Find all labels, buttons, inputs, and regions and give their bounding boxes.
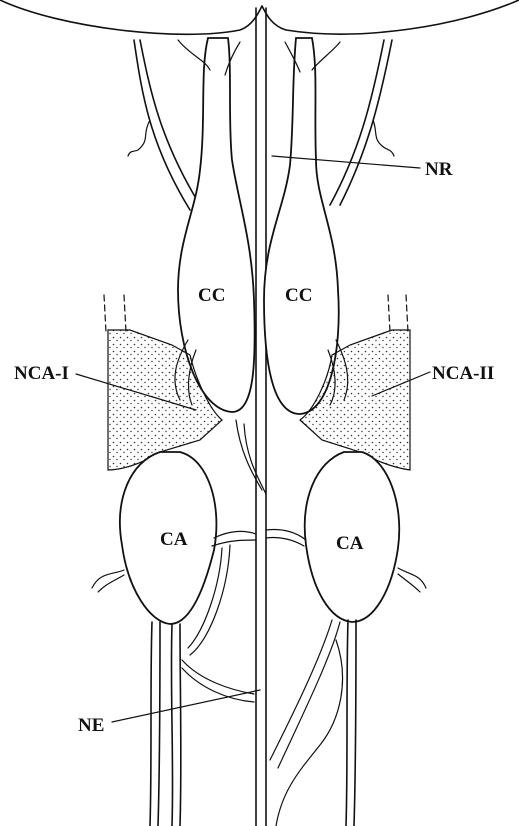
nca-i-leader <box>76 374 196 410</box>
nca-ii-leader <box>372 372 430 396</box>
nr-leader <box>272 156 420 168</box>
ne-leader <box>112 690 260 722</box>
